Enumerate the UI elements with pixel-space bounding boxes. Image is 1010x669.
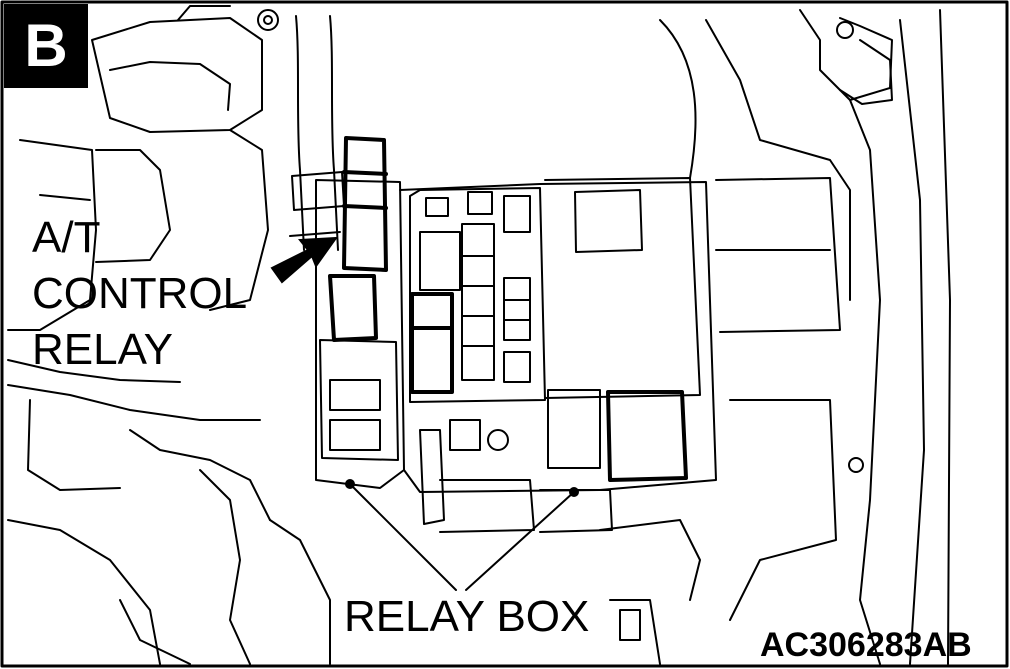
callout-line-3: RELAY (32, 325, 174, 374)
relay-box-label: RELAY BOX (344, 592, 590, 641)
engine-components (7, 5, 331, 665)
highlighted-relays (328, 136, 688, 482)
panel-letter: B (24, 12, 68, 79)
callout-arrow (270, 236, 339, 284)
figure-id: AC306283AB (760, 626, 972, 664)
body-panel (659, 9, 951, 665)
at-control-relay (342, 136, 388, 272)
callout-line-2: CONTROL (32, 269, 248, 318)
at-control-relay-label: A/T CONTROL RELAY (32, 210, 247, 378)
leader-lines (345, 479, 579, 591)
panel-badge: B (4, 4, 88, 88)
callout-line-1: A/T (32, 213, 101, 262)
